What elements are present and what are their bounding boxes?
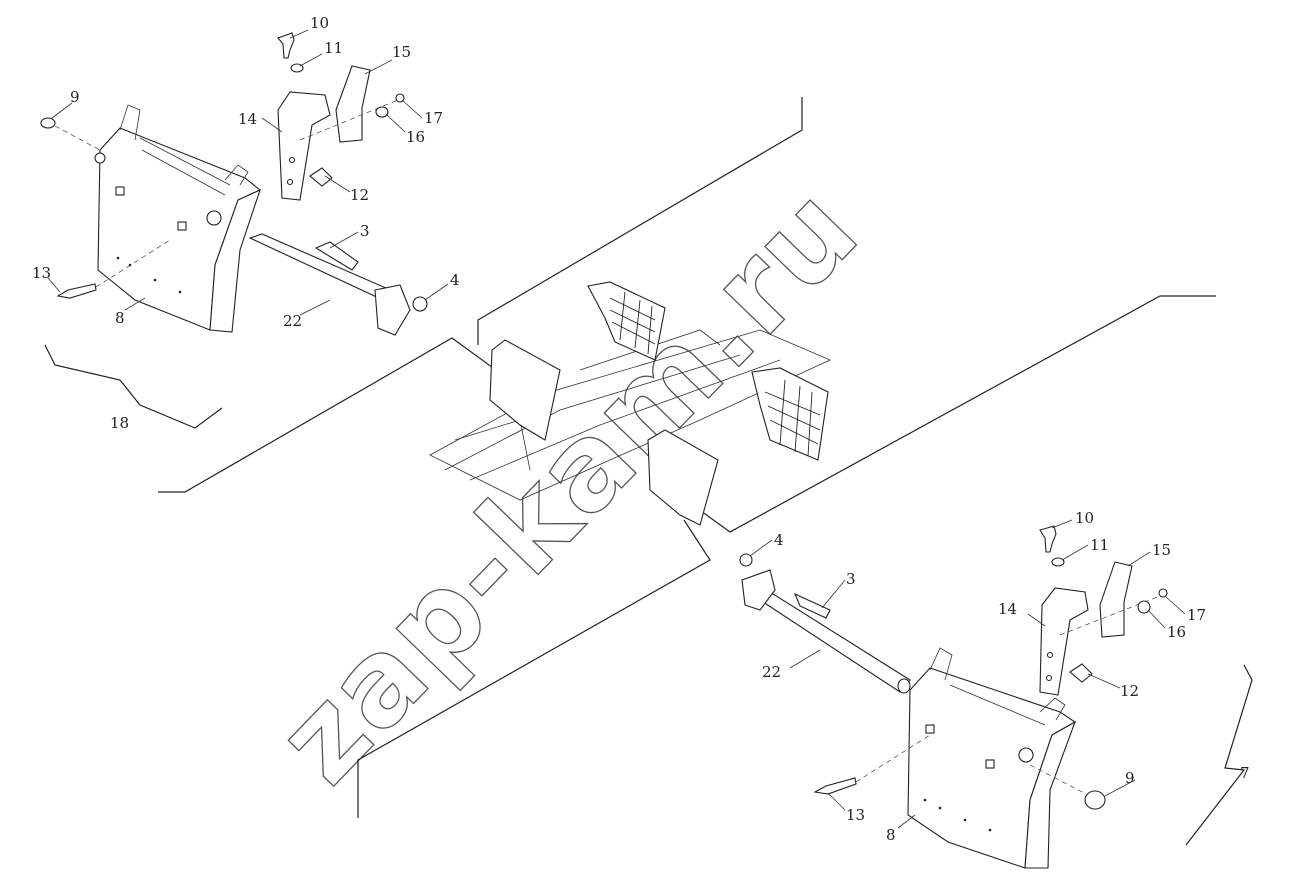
washer-16-left — [375, 106, 389, 118]
label-13: 13 — [846, 806, 865, 824]
bracket-14-left — [277, 91, 331, 201]
bolt-12-right — [1069, 663, 1093, 683]
nut-4-left — [412, 296, 428, 312]
bolt-3-right — [793, 592, 831, 619]
label-10: 10 — [310, 14, 329, 32]
nut-17-right — [1158, 588, 1168, 598]
mudguard-panel-left — [94, 104, 262, 333]
label-15: 15 — [392, 43, 411, 61]
mesh-guard-upper — [587, 281, 666, 361]
tube-22-left — [248, 233, 397, 301]
label-15: 15 — [1152, 541, 1171, 559]
bolt-10-right — [1039, 525, 1057, 553]
label-7: 7 — [1240, 764, 1250, 782]
washer-16-right — [1137, 600, 1151, 614]
labels-lower-right: 10 11 15 4 3 14 17 16 22 12 7 9 13 8 — [762, 509, 1250, 844]
bolt-12-left — [309, 167, 333, 187]
upper-left-assembly — [40, 32, 428, 336]
chassis-overview — [429, 281, 831, 526]
label-22: 22 — [762, 663, 781, 681]
label-3: 3 — [846, 570, 856, 588]
bolt-13-left — [56, 283, 97, 299]
bracket-14-right — [1039, 587, 1089, 696]
label-14: 14 — [238, 110, 257, 128]
label-4: 4 — [774, 531, 784, 549]
label-17: 17 — [1187, 606, 1206, 624]
assembly-brackets — [44, 344, 1253, 846]
chassis-guard-right — [647, 429, 719, 526]
cap-9-left — [40, 117, 56, 129]
lower-right-assembly — [739, 525, 1168, 869]
chassis-guard-left — [489, 339, 561, 441]
label-17: 17 — [424, 109, 443, 127]
label-8: 8 — [886, 826, 896, 844]
cap-9-right — [1084, 790, 1106, 810]
label-12: 12 — [350, 186, 369, 204]
nut-4-right — [739, 553, 753, 567]
label-3: 3 — [360, 222, 370, 240]
washer-11-right — [1051, 557, 1065, 567]
label-leaders — [47, 29, 1186, 829]
label-16: 16 — [1167, 623, 1186, 641]
label-18: 18 — [110, 414, 129, 432]
label-8: 8 — [115, 309, 125, 327]
bracket-15-right — [1099, 561, 1133, 638]
label-10: 10 — [1075, 509, 1094, 527]
label-9: 9 — [1125, 769, 1135, 787]
bracket-15-left — [335, 65, 371, 143]
bolt-3-left — [314, 241, 359, 271]
label-12: 12 — [1120, 682, 1139, 700]
label-4: 4 — [450, 271, 460, 289]
label-16: 16 — [406, 128, 425, 146]
label-22: 22 — [283, 312, 302, 330]
bolt-13-right — [813, 777, 857, 795]
mudguard-panel-right — [907, 647, 1077, 869]
label-11: 11 — [1090, 536, 1109, 554]
label-11: 11 — [324, 39, 343, 57]
label-13: 13 — [32, 264, 51, 282]
labels-upper-left: 9 10 11 15 14 17 16 12 3 13 4 8 22 18 — [32, 14, 460, 432]
label-9: 9 — [70, 88, 80, 106]
clamp-bracket-left — [374, 284, 411, 336]
clamp-bracket-right — [741, 569, 776, 611]
bolt-10-left — [277, 32, 295, 59]
tube-22-right — [759, 591, 911, 693]
label-14: 14 — [998, 600, 1017, 618]
